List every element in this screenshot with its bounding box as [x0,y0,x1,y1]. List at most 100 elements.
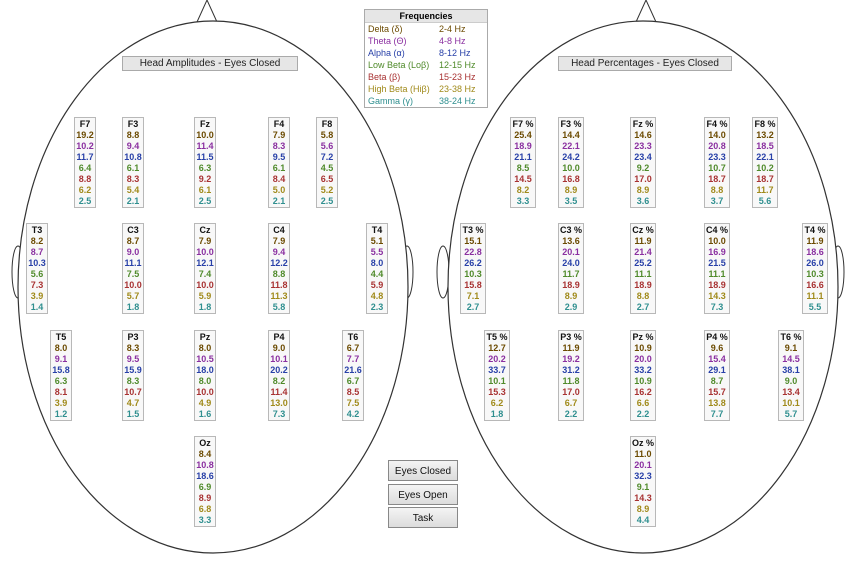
electrode-value-lowbeta: 11.7 [562,269,580,279]
electrode-value-gamma: 4.4 [636,515,650,525]
electrode-value-beta: 10.0 [124,280,142,290]
electrode-value-gamma: 1.8 [126,302,140,312]
electrode-label: F8 [321,119,333,129]
legend-title: Frequencies [365,10,487,23]
legend-band-range: 8-12 Hz [439,48,471,58]
electrode-value-delta: 8.0 [198,343,212,353]
electrode-label: T4 % [804,225,826,235]
electrode-value-theta: 16.9 [708,247,726,257]
electrode-value-lowbeta: 10.9 [634,376,652,386]
electrode-label: T5 % [486,332,508,342]
electrode-value-theta: 22.8 [464,247,482,257]
legend-band-name: High Beta (Hiβ) [368,84,430,94]
electrode-value-beta: 14.5 [514,174,532,184]
electrode-value-highbeta: 3.9 [30,291,44,301]
electrode-value-highbeta: 4.9 [198,398,212,408]
electrode-value-gamma: 5.5 [808,302,822,312]
electrode-label: F7 [79,119,91,129]
electrode-value-delta: 7.9 [198,236,212,246]
electrode-value-beta: 15.3 [488,387,506,397]
electrode-value-beta: 13.4 [782,387,800,397]
legend-band-name: Alpha (α) [368,48,405,58]
electrode-value-alpha: 26.0 [806,258,824,268]
electrode-label: F3 % [560,119,582,129]
legend-row: Gamma (γ)38-24 Hz [365,95,487,107]
electrode-value-gamma: 5.8 [272,302,286,312]
electrode-label: Fz % [632,119,654,129]
electrode-value-lowbeta: 7.4 [198,269,212,279]
electrode-value-highbeta: 8.9 [564,291,578,301]
electrode-value-alpha: 9.5 [272,152,286,162]
eyes-closed-button[interactable]: Eyes Closed [388,460,458,481]
electrode-value-beta: 18.9 [634,280,652,290]
electrode-value-highbeta: 5.0 [272,185,286,195]
electrode-value-lowbeta: 6.9 [198,482,212,492]
electrode-label: Oz % [631,438,654,448]
electrode-value-lowbeta: 10.0 [562,163,580,173]
legend-band-range: 38-24 Hz [439,96,476,106]
electrode-value-highbeta: 6.8 [198,504,212,514]
electrode-value-highbeta: 5.9 [198,291,212,301]
electrode-value-beta: 10.7 [124,387,142,397]
electrode-value-delta: 8.4 [198,449,212,459]
electrode-value-alpha: 7.2 [320,152,334,162]
electrode-value-delta: 11.0 [634,449,652,459]
electrode-value-gamma: 2.9 [564,302,578,312]
electrode-value-beta: 5.9 [370,280,384,290]
electrode-value-theta: 5.5 [370,247,384,257]
electrode-value-beta: 8.4 [272,174,286,184]
electrode-value-highbeta: 3.9 [54,398,68,408]
electrode-value-lowbeta: 8.3 [126,376,140,386]
electrode-value-lowbeta: 6.3 [54,376,68,386]
electrode-value-delta: 19.2 [76,130,94,140]
electrode-value-theta: 20.0 [634,354,652,364]
electrode-value-delta: 7.9 [272,130,286,140]
electrode-value-lowbeta: 9.2 [636,163,650,173]
electrode-label: F8 % [754,119,776,129]
electrode-value-delta: 9.1 [784,343,798,353]
electrode-value-highbeta: 8.9 [636,504,650,514]
electrode-value-lowbeta: 10.1 [488,376,506,386]
electrode-value-alpha: 11.5 [196,152,214,162]
electrode-value-alpha: 11.7 [76,152,94,162]
electrode-value-alpha: 33.7 [488,365,506,375]
electrode-value-gamma: 2.1 [272,196,286,206]
electrode-value-beta: 8.3 [126,174,140,184]
electrode-value-theta: 20.2 [488,354,506,364]
electrode-label: T5 [55,332,67,342]
electrode-value-delta: 10.0 [708,236,726,246]
task-button[interactable]: Task [388,507,458,528]
electrode-value-delta: 25.4 [514,130,532,140]
electrode-value-alpha: 11.1 [124,258,142,268]
electrode-value-gamma: 7.3 [272,409,286,419]
electrode-value-beta: 8.5 [346,387,360,397]
electrode-value-delta: 10.9 [634,343,652,353]
electrode-value-delta: 14.0 [708,130,726,140]
electrode-value-theta: 9.1 [54,354,68,364]
electrode-value-alpha: 18.6 [196,471,214,481]
electrode-value-delta: 8.3 [126,343,140,353]
electrode-label: F4 % [706,119,728,129]
electrode-value-delta: 8.8 [126,130,140,140]
electrode-label: C4 [273,225,285,235]
electrode-label: Pz % [632,332,654,342]
electrode-value-theta: 20.1 [562,247,580,257]
electrode-value-alpha: 10.8 [124,152,142,162]
electrode-value-highbeta: 8.2 [516,185,530,195]
eyes-open-button[interactable]: Eyes Open [388,484,458,505]
electrode-value-alpha: 23.4 [634,152,652,162]
electrode-value-beta: 18.7 [708,174,726,184]
electrode-value-beta: 16.8 [562,174,580,184]
electrode-label: T3 [31,225,43,235]
